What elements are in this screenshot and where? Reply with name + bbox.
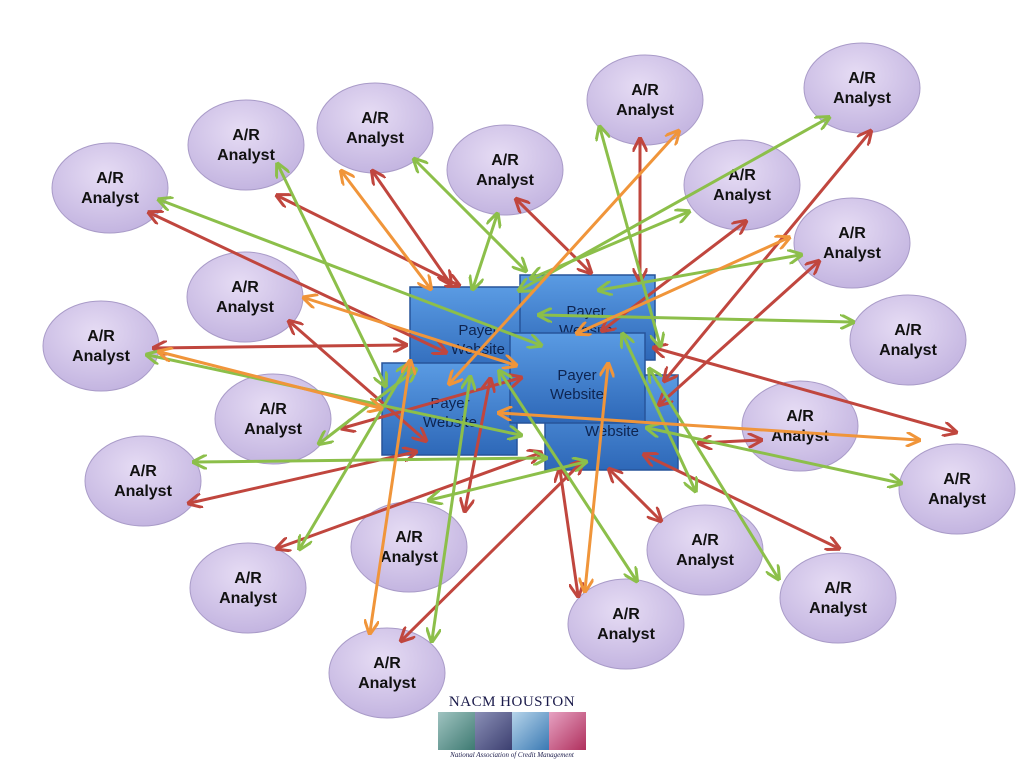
analyst-label-line2: Analyst [928, 491, 986, 508]
analyst-label-line2: Analyst [217, 147, 275, 164]
payer-website-box: Payer Website [509, 332, 646, 424]
analyst-label-line2: Analyst [114, 483, 172, 500]
analyst-node: A/R Analyst [446, 124, 564, 216]
double-arrow [500, 413, 918, 440]
double-arrow [578, 238, 788, 333]
analyst-label-line1: A/R [361, 110, 389, 127]
website-label-line1: Payer [557, 367, 596, 384]
website-label-line2: Website [585, 423, 639, 440]
analyst-label-line2: Analyst [616, 102, 674, 119]
analyst-label-line2: Analyst [380, 549, 438, 566]
analyst-node: A/R Analyst [849, 294, 967, 386]
website-label-line2: Website [451, 341, 505, 358]
analyst-label-line2: Analyst [358, 675, 416, 692]
analyst-label-line1: A/R [848, 70, 876, 87]
website-label-line2: Website [550, 386, 604, 403]
analyst-label-line1: A/R [838, 225, 866, 242]
payer-website-stack: Payer Website Payer Website Payer Websit… [381, 274, 679, 471]
analyst-label-line1: A/R [894, 322, 922, 339]
analyst-node: A/R Analyst [898, 443, 1016, 535]
analyst-node: A/R Analyst [586, 54, 704, 146]
analyst-label-line1: A/R [631, 82, 659, 99]
analyst-label-line2: Analyst [833, 90, 891, 107]
analyst-label-line2: Analyst [72, 348, 130, 365]
analyst-node: A/R Analyst [683, 139, 801, 231]
analyst-label-line2: Analyst [216, 299, 274, 316]
analyst-node: A/R Analyst [51, 142, 169, 234]
analyst-node: A/R Analyst [567, 578, 685, 670]
analyst-label-line1: A/R [373, 655, 401, 672]
analyst-label-line1: A/R [129, 463, 157, 480]
analyst-label-line1: A/R [691, 532, 719, 549]
analyst-label-line2: Analyst [823, 245, 881, 262]
logo-tile-3 [512, 712, 549, 750]
analyst-label-line1: A/R [786, 408, 814, 425]
analyst-node: A/R Analyst [316, 82, 434, 174]
double-arrow [517, 200, 590, 272]
double-arrow [342, 172, 430, 288]
analyst-label-line1: A/R [728, 167, 756, 184]
analyst-node: A/R Analyst [84, 435, 202, 527]
analyst-label-line1: A/R [259, 401, 287, 418]
analyst-label-line2: Analyst [809, 600, 867, 617]
analyst-node: A/R Analyst [803, 42, 921, 134]
nacm-houston-logo: NACM HOUSTON National Association of Cre… [436, 694, 588, 762]
analyst-node: A/R Analyst [793, 197, 911, 289]
logo-title: NACM HOUSTON [448, 694, 576, 710]
logo-tile-1 [438, 712, 475, 750]
analyst-label-line1: A/R [491, 152, 519, 169]
analyst-node: A/R Analyst [646, 504, 764, 596]
analyst-node: A/R Analyst [328, 627, 446, 719]
analyst-label-line2: Analyst [713, 187, 771, 204]
double-arrow [610, 470, 660, 520]
analyst-label-line2: Analyst [244, 421, 302, 438]
double-arrow [585, 365, 608, 590]
logo-subtitle: National Association of Credit Managemen… [450, 751, 574, 759]
double-arrow [305, 298, 515, 365]
analyst-label-line1: A/R [824, 580, 852, 597]
analyst-label-line1: A/R [87, 328, 115, 345]
double-arrow [370, 362, 410, 632]
analyst-label-line2: Analyst [676, 552, 734, 569]
double-arrow [432, 378, 470, 640]
logo-image-strip [438, 712, 586, 750]
double-arrow [160, 352, 380, 408]
analyst-label-line1: A/R [234, 570, 262, 587]
analyst-node: A/R Analyst [189, 542, 307, 634]
analyst-label-line1: A/R [232, 127, 260, 144]
analyst-node: A/R Analyst [779, 552, 897, 644]
arrow-layer [148, 118, 955, 640]
analyst-label-line1: A/R [943, 471, 971, 488]
analyst-node: A/R Analyst [186, 251, 304, 343]
analyst-label-line2: Analyst [879, 342, 937, 359]
analyst-label-line1: A/R [231, 279, 259, 296]
analyst-node: A/R Analyst [214, 373, 332, 465]
analyst-label-line1: A/R [395, 529, 423, 546]
analyst-label-line2: Analyst [219, 590, 277, 607]
analyst-node: A/R Analyst [42, 300, 160, 392]
logo-tile-4 [549, 712, 586, 750]
double-arrow [600, 255, 800, 290]
analyst-label-line1: A/R [96, 170, 124, 187]
logo-tile-2 [475, 712, 512, 750]
analyst-label-line2: Analyst [476, 172, 534, 189]
analyst-label-line2: Analyst [597, 626, 655, 643]
analyst-label-line1: A/R [612, 606, 640, 623]
double-arrow [278, 196, 458, 285]
double-arrow [473, 215, 497, 288]
analyst-node: A/R Analyst [187, 99, 305, 191]
analyst-label-line2: Analyst [346, 130, 404, 147]
analyst-label-line2: Analyst [81, 190, 139, 207]
